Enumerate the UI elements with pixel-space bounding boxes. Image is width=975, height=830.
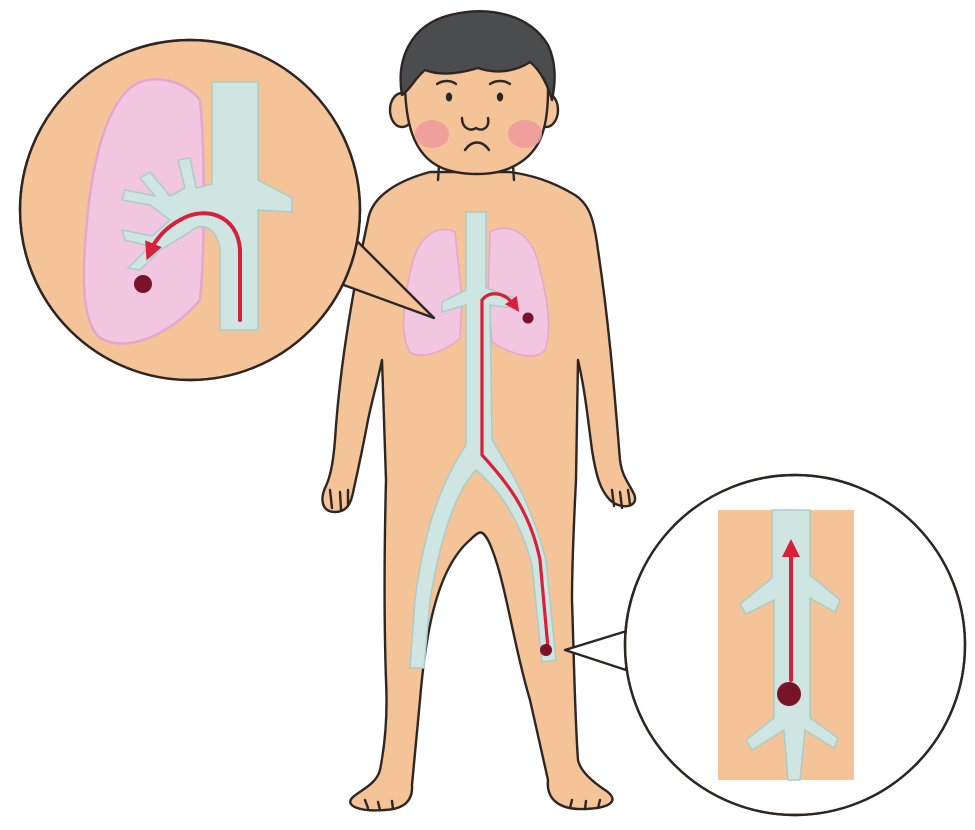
leg-callout (565, 475, 965, 815)
right-cheek (508, 120, 542, 148)
lung-clot (523, 313, 534, 324)
leg-clot (540, 644, 552, 656)
lung-callout-clot (134, 275, 152, 293)
right-eye (497, 93, 503, 102)
left-eye (446, 93, 452, 102)
child-figure (322, 11, 635, 810)
leg-callout-clot (777, 682, 801, 706)
left-cheek (415, 120, 449, 148)
